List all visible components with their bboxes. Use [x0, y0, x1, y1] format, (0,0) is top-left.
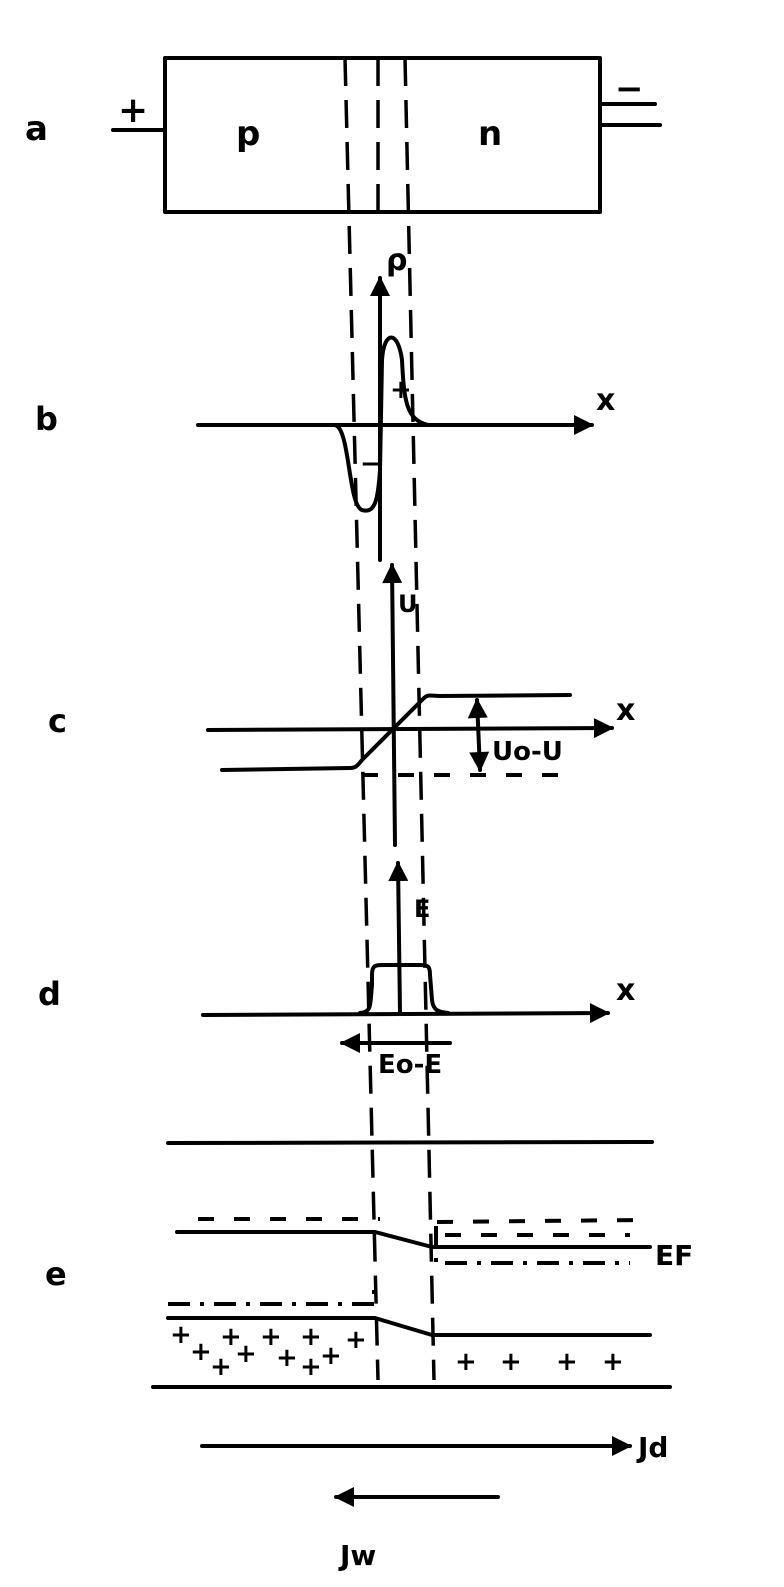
field-profile-curve: [358, 963, 450, 1015]
e-axis: [388, 861, 409, 1015]
panel-a-diode: a + − p n: [25, 56, 662, 214]
panel-label-e: e: [45, 1255, 67, 1293]
fermi-level-p: [168, 1290, 376, 1306]
u-axis: [382, 563, 403, 847]
semiconductor-block: [163, 56, 602, 214]
x-axis: [206, 718, 614, 739]
depletion-right-boundary: [403, 57, 436, 1381]
svg-text:+: +: [320, 1341, 342, 1371]
panel-c-potential: c U x Uo-U: [48, 563, 635, 847]
svg-text:+: +: [455, 1347, 477, 1377]
panel-label-a: a: [25, 109, 48, 149]
x-axis: [201, 1003, 610, 1024]
svg-text:+: +: [170, 1320, 192, 1350]
svg-text:+: +: [276, 1343, 298, 1373]
barrier-height-arrow: [467, 698, 490, 772]
panel-b-charge-density: b ρ x − +: [35, 243, 615, 562]
svg-text:+: +: [345, 1325, 367, 1355]
e-axis-label: E: [414, 895, 430, 923]
electrons: [198, 1217, 641, 1237]
panel-e-energy-bands: +++ +++ +++ ++ ++++ e EF Jd Jw: [45, 1140, 693, 1572]
svg-text:+: +: [235, 1339, 257, 1369]
field-label: Eo-E: [378, 1050, 442, 1080]
vacuum-level: [166, 1140, 654, 1145]
x-axis-label: x: [616, 693, 635, 728]
svg-text:+: +: [300, 1322, 322, 1352]
svg-text:+: +: [260, 1322, 282, 1352]
rho-axis-label: ρ: [386, 243, 407, 278]
fermi-level-n: [434, 1226, 630, 1265]
x-axis-label: x: [596, 383, 615, 418]
holes: +++ +++ +++ ++ ++++: [170, 1320, 624, 1382]
barrier-label: Uo-U: [492, 737, 563, 767]
u-axis-label: U: [398, 590, 418, 618]
svg-text:+: +: [556, 1347, 578, 1377]
svg-text:+: +: [210, 1352, 232, 1382]
panel-label-c: c: [48, 702, 67, 740]
conduction-band-edge: [175, 1230, 652, 1249]
fermi-level-label: EF: [655, 1239, 693, 1272]
depletion-left-boundary: [343, 57, 380, 1381]
panel-label-b: b: [35, 400, 58, 438]
svg-text:+: +: [220, 1322, 242, 1352]
x-axis-label: x: [616, 973, 635, 1008]
panel-label-d: d: [38, 975, 61, 1013]
valence-band-edge: [166, 1316, 652, 1337]
svg-text:+: +: [500, 1347, 522, 1377]
svg-text:+: +: [190, 1337, 212, 1367]
diffusion-current-label: Jw: [338, 1539, 376, 1572]
plus-terminal: +: [118, 90, 148, 131]
drift-current-label: Jd: [636, 1431, 668, 1464]
panel-d-electric-field: d E x Eo-E: [38, 861, 635, 1080]
charge-density-curve: [333, 335, 430, 513]
potential-curve: [220, 693, 572, 772]
positive-charge-sign: +: [390, 375, 412, 405]
negative-charge-sign: −: [360, 449, 382, 479]
svg-text:+: +: [300, 1352, 322, 1382]
svg-text:+: +: [602, 1347, 624, 1377]
p-region-label: p: [236, 114, 260, 154]
n-region-label: n: [478, 114, 502, 154]
minus-terminal: −: [615, 69, 644, 109]
